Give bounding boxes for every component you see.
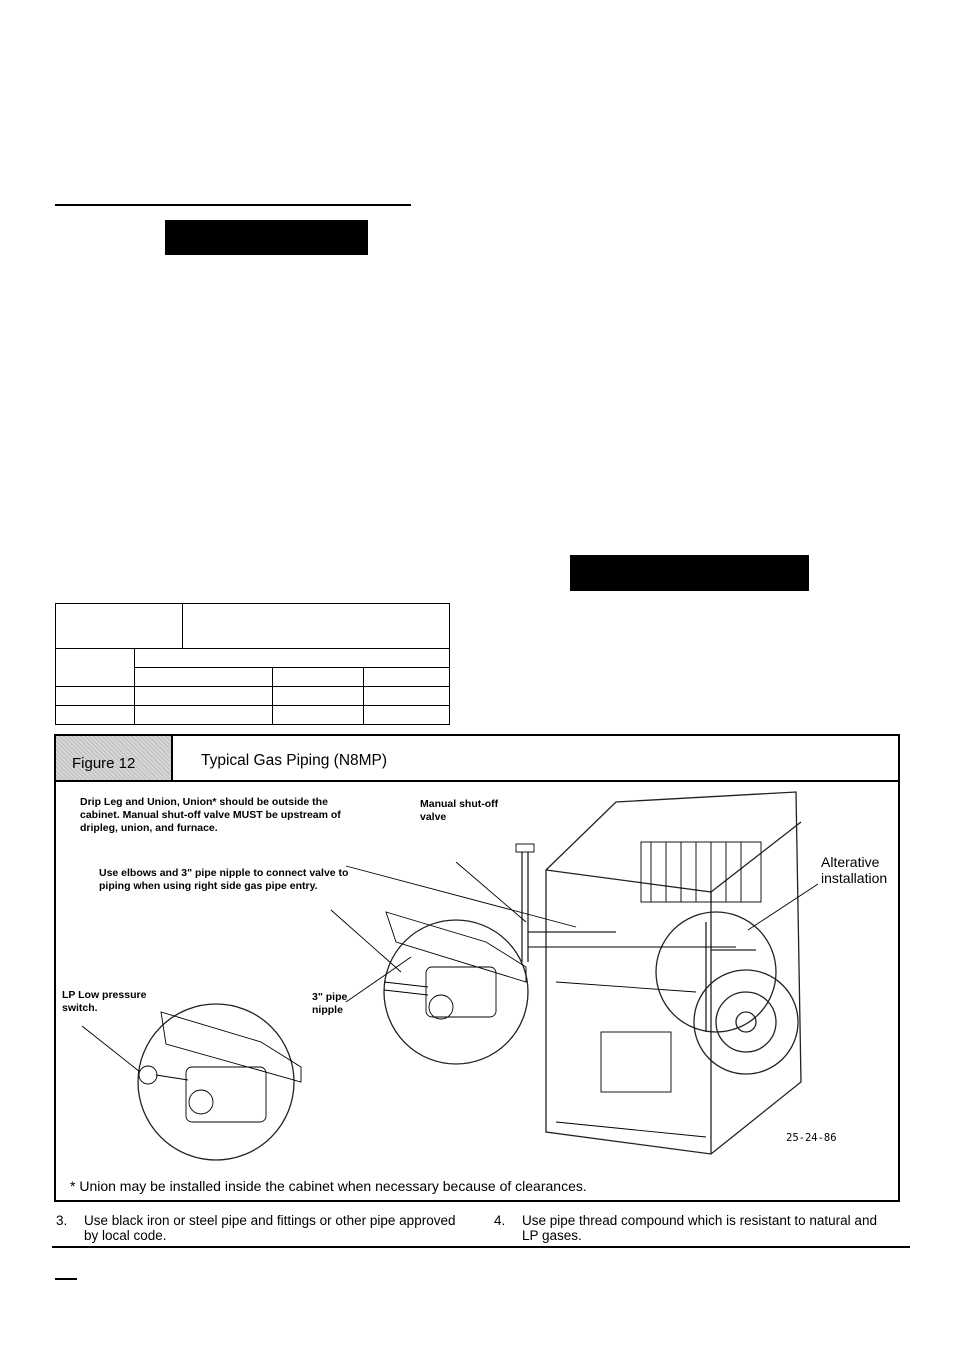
- valve-detail-circle: [383, 919, 529, 1065]
- spec-table: [55, 603, 450, 649]
- callout-pipe-nipple: 3" pipe nipple: [312, 991, 348, 1016]
- table-header-cell: [55, 603, 183, 649]
- table-cell: [134, 667, 273, 687]
- section-heading-rule: [55, 204, 411, 206]
- lp-switch-detail-circle: [137, 1003, 295, 1161]
- callout-manual-valve: Manual shut-off valve: [420, 798, 499, 823]
- table-cell: [55, 648, 135, 687]
- table-cell: [363, 686, 450, 706]
- callout-alternative-installation: Alterative installation: [821, 854, 888, 886]
- table-cell: [363, 667, 450, 687]
- figure-title: Typical Gas Piping (N8MP): [201, 752, 388, 769]
- table-cell: [134, 705, 273, 725]
- footer-rule: [52, 1246, 910, 1248]
- table-cell: [55, 705, 135, 725]
- table-cell: [363, 705, 450, 725]
- figure-footnote: * Union may be installed inside the cabi…: [70, 1178, 587, 1194]
- table-cell: [55, 686, 135, 706]
- furnace-cabinet: [545, 791, 802, 1155]
- redacted-heading-bar: [165, 220, 368, 255]
- table-cell: [134, 648, 450, 668]
- table-cell: [134, 686, 273, 706]
- page-number-underline: [55, 1278, 77, 1280]
- furnace-piping-illustration: [81, 791, 819, 1161]
- gas-pipe: [515, 843, 736, 962]
- table-header-cell: [182, 603, 450, 649]
- figure-header: Figure 12 Typical Gas Piping (N8MP): [56, 736, 898, 782]
- spec-table-body: [55, 648, 450, 725]
- callout-elbows: Use elbows and 3" pipe nipple to connect…: [99, 867, 349, 892]
- figure-12: Figure 12 Typical Gas Piping (N8MP): [54, 734, 900, 1202]
- figure-tag-label: Figure 12: [72, 755, 136, 772]
- redacted-heading-bar-right: [570, 555, 809, 591]
- figure-tag: Figure 12: [56, 736, 173, 780]
- table-cell: [272, 686, 364, 706]
- table-cell: [272, 705, 364, 725]
- alternative-detail-circle: [655, 911, 777, 1033]
- callout-lp-switch: LP Low pressure switch.: [62, 989, 147, 1014]
- callout-drip-leg: Drip Leg and Union, Union* should be out…: [80, 796, 341, 834]
- table-cell: [272, 667, 364, 687]
- callout-leaders: [81, 861, 819, 1073]
- drawing-code: 25-24-86: [786, 1132, 837, 1144]
